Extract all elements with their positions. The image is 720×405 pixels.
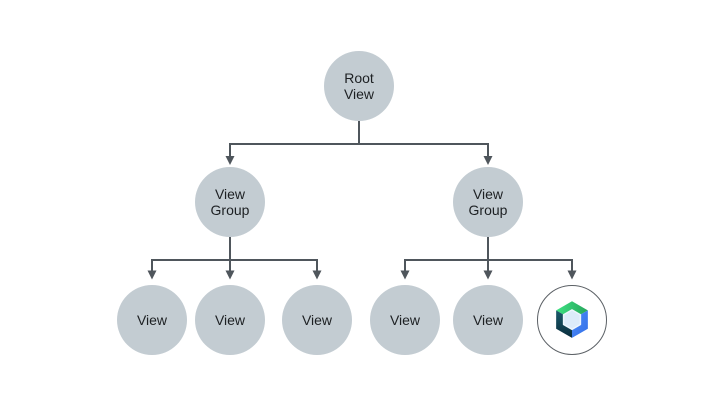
arrowhead-view-5	[483, 270, 493, 280]
arrowhead-view-2	[225, 270, 235, 280]
node-view-5: View	[453, 285, 523, 355]
node-label: View	[214, 312, 246, 328]
node-label: View Group	[210, 186, 250, 218]
arrowhead-right-group	[483, 156, 493, 165]
arrowhead-left-group	[225, 156, 235, 165]
node-root-view: Root View	[324, 51, 394, 121]
node-label: View	[389, 312, 421, 328]
node-label: View	[472, 312, 504, 328]
node-compose	[537, 285, 607, 355]
node-view-1: View	[117, 285, 187, 355]
node-view-group-right: View Group	[453, 167, 523, 237]
arrowhead-view-3	[312, 270, 322, 280]
node-view-group-left: View Group	[195, 167, 265, 237]
compose-inner-hexagon	[562, 309, 582, 331]
arrowhead-view-1	[147, 270, 157, 280]
connector-left-split	[151, 259, 318, 271]
node-view-2: View	[195, 285, 265, 355]
connector-level1-split	[229, 143, 489, 157]
jetpack-compose-icon	[556, 301, 588, 338]
node-label: View	[301, 312, 333, 328]
node-view-3: View	[282, 285, 352, 355]
arrowhead-view-4	[400, 270, 410, 280]
arrowhead-compose-node	[567, 270, 577, 280]
node-label: View	[136, 312, 168, 328]
node-label: Root View	[343, 70, 375, 102]
node-view-4: View	[370, 285, 440, 355]
node-label: View Group	[468, 186, 508, 218]
